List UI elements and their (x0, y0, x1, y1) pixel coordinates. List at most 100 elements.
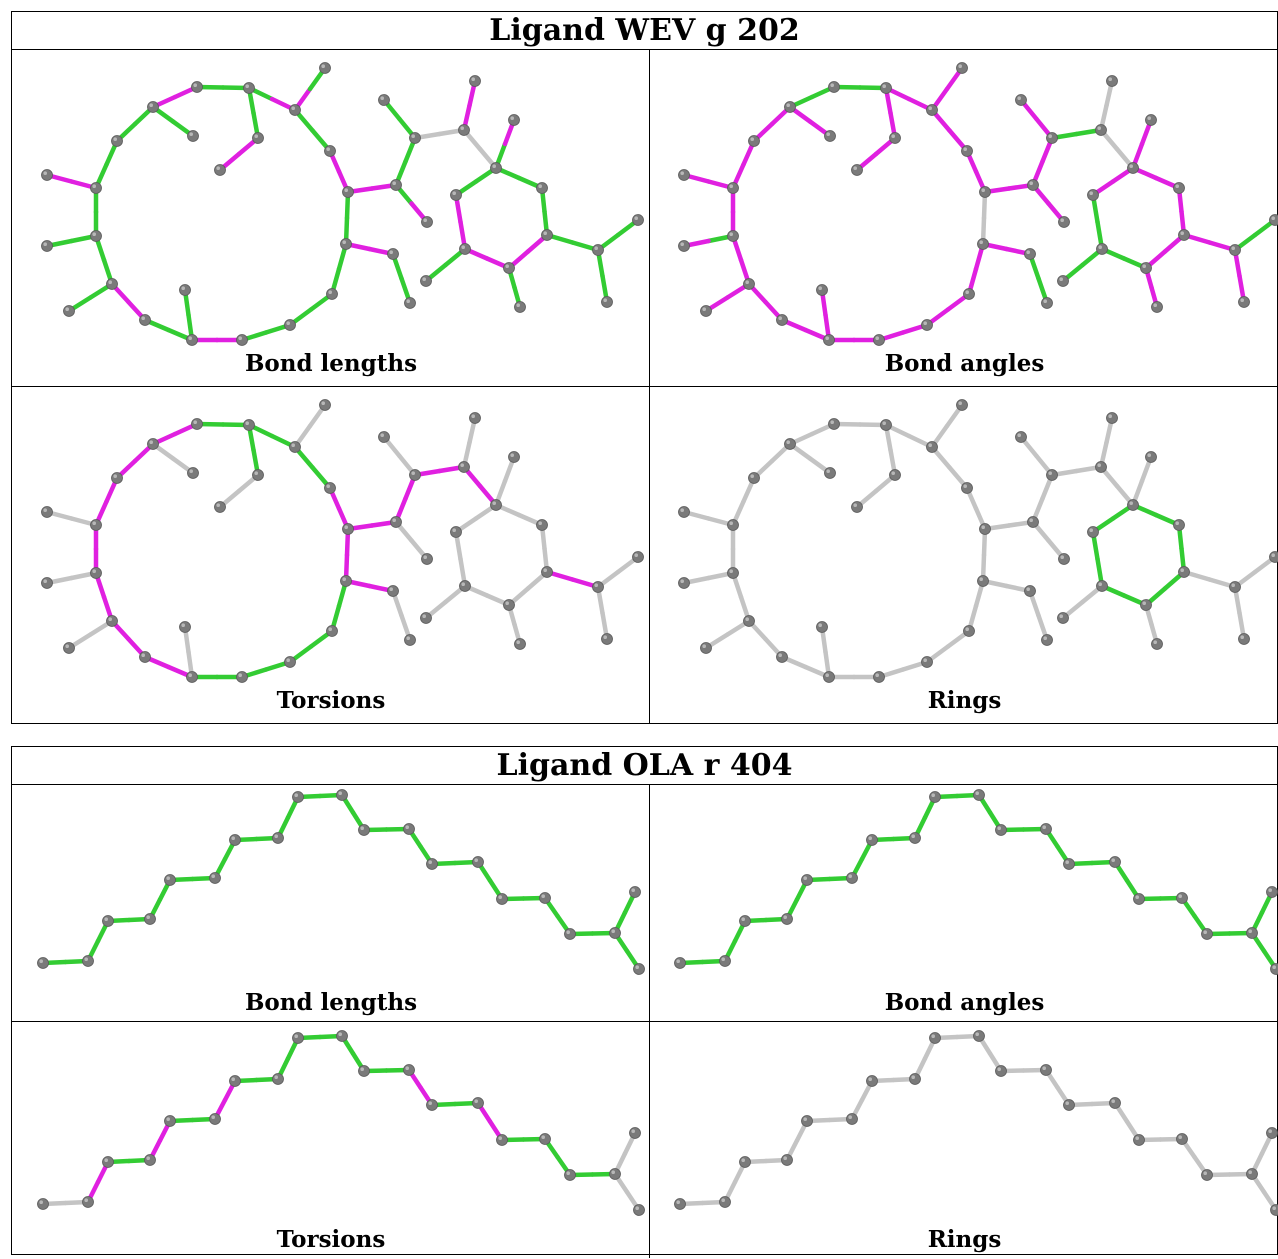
atom (1271, 1205, 1278, 1216)
atom (145, 1155, 156, 1166)
atom-highlight (1060, 218, 1064, 222)
atom (881, 420, 892, 431)
atom-highlight (853, 503, 857, 507)
atom-highlight (848, 1115, 852, 1119)
atom-highlight (923, 321, 927, 325)
atom-highlight (92, 569, 96, 573)
atom (491, 163, 502, 174)
atom (359, 825, 370, 836)
atom (962, 483, 973, 494)
atom (1146, 452, 1157, 463)
atom (1239, 297, 1250, 308)
atom (42, 578, 53, 589)
atom (244, 83, 255, 94)
atom (1267, 887, 1278, 898)
atom (359, 1066, 370, 1077)
atom (777, 652, 788, 663)
atom-highlight (680, 242, 684, 246)
atom (285, 657, 296, 668)
atom-highlight (245, 84, 249, 88)
atom (504, 263, 515, 274)
atom (1028, 180, 1039, 191)
atom (922, 657, 933, 668)
atom-highlight (461, 582, 465, 586)
atom (509, 452, 520, 463)
atom-highlight (803, 876, 807, 880)
atom (293, 792, 304, 803)
atom (740, 1157, 751, 1168)
atom-highlight (981, 525, 985, 529)
atom-highlight (505, 601, 509, 605)
atom (1128, 500, 1139, 511)
atom-highlight (492, 501, 496, 505)
atom (515, 302, 526, 313)
atom-highlight (1017, 96, 1021, 100)
atom-highlight (826, 132, 830, 136)
atom (867, 835, 878, 846)
atom-highlight (803, 1117, 807, 1121)
atom (980, 187, 991, 198)
atom-highlight (344, 525, 348, 529)
atom (140, 315, 151, 326)
atom-highlight (43, 508, 47, 512)
atom-highlight (611, 1170, 615, 1174)
atom-highlight (389, 250, 393, 254)
atom (112, 136, 123, 147)
atom (824, 672, 835, 683)
atom (720, 1197, 731, 1208)
atom (422, 217, 433, 228)
atom (473, 857, 484, 868)
atom-highlight (104, 1158, 108, 1162)
atom (1016, 95, 1027, 106)
atom (610, 1169, 621, 1180)
atom (1134, 1135, 1145, 1146)
atom (874, 335, 885, 346)
atom (728, 568, 739, 579)
atom-highlight (146, 1156, 150, 1160)
atom (1174, 183, 1185, 194)
atom-highlight (238, 336, 242, 340)
atom-highlight (286, 658, 290, 662)
wev-torsions-structure (12, 387, 650, 724)
atom (1110, 1098, 1121, 1109)
atom (504, 600, 515, 611)
atom (38, 958, 49, 969)
atom-highlight (729, 569, 733, 573)
atom (320, 63, 331, 74)
atom-highlight (1142, 601, 1146, 605)
atom-highlight (1271, 553, 1275, 557)
atom-highlight (1089, 528, 1093, 532)
atom-highlight (1180, 231, 1184, 235)
atom (470, 413, 481, 424)
atom (64, 306, 75, 317)
atom-highlight (631, 888, 635, 892)
atom-highlight (326, 484, 330, 488)
atom-highlight (818, 286, 822, 290)
atom (1059, 554, 1070, 565)
atom-highlight (380, 96, 384, 100)
atom (964, 626, 975, 637)
atom (785, 102, 796, 113)
atom-highlight (294, 793, 298, 797)
atom (1179, 567, 1190, 578)
atom-highlight (1026, 250, 1030, 254)
atom-highlight (181, 623, 185, 627)
atom-highlight (1029, 181, 1033, 185)
atom-highlight (750, 137, 754, 141)
atom (996, 825, 1007, 836)
atom (64, 643, 75, 654)
atom (978, 239, 989, 250)
atom (1041, 824, 1052, 835)
atom (890, 470, 901, 481)
atom-highlight (721, 957, 725, 961)
atom (1177, 893, 1188, 904)
atom-highlight (294, 1034, 298, 1038)
atom-highlight (997, 826, 1001, 830)
atom (881, 83, 892, 94)
atom-highlight (392, 518, 396, 522)
atom-highlight (193, 420, 197, 424)
atom (1059, 217, 1070, 228)
atom-highlight (474, 1099, 478, 1103)
atom (957, 400, 968, 411)
atom-highlight (721, 1198, 725, 1202)
